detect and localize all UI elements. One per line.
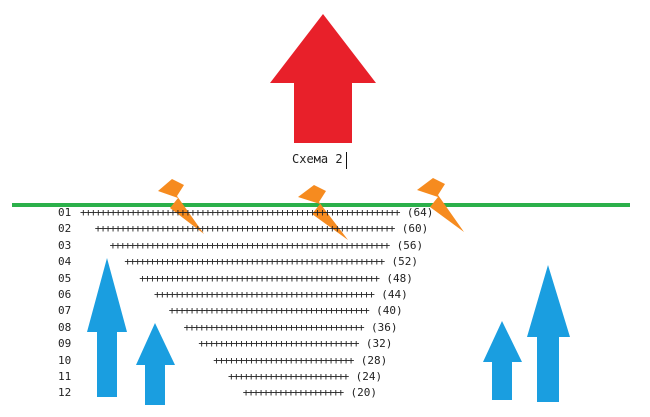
- plus-marks: ++++++++++++++++++++++++++++++++++++++++: [168, 304, 370, 318]
- row-marks: ++++++++++++++++++++++++++++++++++++++++…: [169, 303, 403, 319]
- row-count-label: (48): [386, 271, 413, 285]
- row-number: 09: [58, 337, 72, 351]
- row-number: 12: [58, 386, 72, 400]
- row-number: 06: [58, 288, 72, 301]
- row-count-label: (64): [406, 206, 434, 219]
- row-count-label: (52): [391, 255, 418, 269]
- table-row: 07 ++++++++++++++++++++++++++++++++++++++…: [0, 303, 650, 319]
- plus-marks: ++++++++++++++++++++++++++++++++++++++++…: [139, 271, 380, 285]
- plus-marks: ++++++++++++++++++++++++++++++++++++++++…: [124, 255, 385, 269]
- lightning-bolt-icon-right: [417, 178, 464, 232]
- row-marks: ++++++++++++++++++++++++++++++++++++++++…: [154, 287, 408, 303]
- row-number: 10: [58, 353, 72, 367]
- plus-marks: ++++++++++++++++++++++++++++++++: [198, 337, 359, 351]
- row-marks: ++++++++++++++++++++ (20): [243, 385, 377, 401]
- row-number: 08: [58, 320, 72, 334]
- row-number: 11: [58, 370, 72, 383]
- top-up-arrow-icon: [270, 14, 376, 143]
- table-row: 08 ++++++++++++++++++++++++++++++++++++ (3…: [0, 320, 650, 336]
- plus-marks: ++++++++++++++++++++++++++++++++++++++++…: [154, 288, 375, 301]
- row-number: 05: [58, 271, 72, 285]
- row-count-label: (56): [396, 238, 424, 252]
- row-marks: ++++++++++++++++++++++++++++++++ (32): [198, 336, 392, 352]
- scheme-caption: Схема 2: [292, 152, 343, 166]
- plus-marks: ++++++++++++++++++++: [242, 386, 344, 400]
- row-marks: ++++++++++++++++++++++++++++++++++++++++…: [124, 254, 418, 270]
- row-number: 04: [58, 255, 72, 269]
- right-tall-up-arrow-icon: [527, 265, 570, 402]
- row-count-label: (24): [355, 370, 383, 383]
- row-number: 07: [58, 304, 72, 318]
- table-row: 01 ++++++++++++++++++++++++++++++++++++++…: [0, 205, 650, 221]
- row-number: 01: [58, 206, 72, 219]
- row-marks: ++++++++++++++++++++++++++++++++++++++++…: [110, 238, 424, 254]
- row-marks: ++++++++++++++++++++++++++++++++++++++++…: [95, 221, 428, 237]
- lightning-bolt-icon-left: [158, 179, 204, 234]
- table-row: 02 ++++++++++++++++++++++++++++++++++++++…: [0, 221, 650, 237]
- table-row: 09 ++++++++++++++++++++++++++++++++ (32): [0, 336, 650, 352]
- row-marks: ++++++++++++++++++++++++++++++++++++ (36): [184, 320, 398, 336]
- plus-marks: ++++++++++++++++++++++++: [228, 370, 349, 383]
- table-row: 05 ++++++++++++++++++++++++++++++++++++++…: [0, 271, 650, 287]
- row-count-label: (44): [381, 288, 408, 301]
- plus-marks: ++++++++++++++++++++++++++++++++++++++++…: [80, 206, 401, 219]
- table-row: 10 ++++++++++++++++++++++++++++ (28): [0, 353, 650, 369]
- row-count-label: (32): [365, 337, 393, 351]
- row-number: 03: [58, 238, 72, 252]
- row-count-label: (36): [370, 320, 398, 334]
- row-count-label: (40): [376, 304, 403, 318]
- left-tall-up-arrow-icon: [87, 258, 127, 397]
- row-count-label: (60): [401, 222, 429, 236]
- table-row: 12 ++++++++++++++++++++ (20): [0, 385, 650, 401]
- table-row: 04 ++++++++++++++++++++++++++++++++++++++…: [0, 254, 650, 270]
- plus-marks: ++++++++++++++++++++++++++++++++++++: [183, 320, 365, 334]
- row-count-label: (28): [360, 353, 388, 367]
- left-short-up-arrow-icon: [136, 323, 175, 405]
- row-marks: ++++++++++++++++++++++++++++++++++++++++…: [80, 205, 433, 221]
- row-marks: ++++++++++++++++++++++++ (24): [228, 369, 382, 385]
- table-row: 11 ++++++++++++++++++++++++ (24): [0, 369, 650, 385]
- row-number: 02: [58, 222, 72, 236]
- text-cursor: [346, 152, 347, 169]
- row-count-label: (20): [350, 386, 377, 400]
- lightning-bolt-icon-middle: [298, 185, 348, 240]
- plus-marks: ++++++++++++++++++++++++++++++++++++++++…: [109, 238, 391, 252]
- table-row: 06 ++++++++++++++++++++++++++++++++++++++…: [0, 287, 650, 303]
- row-marks: ++++++++++++++++++++++++++++ (28): [213, 353, 387, 369]
- right-short-up-arrow-icon: [483, 321, 522, 400]
- table-row: 03 ++++++++++++++++++++++++++++++++++++++…: [0, 238, 650, 254]
- plus-marks: ++++++++++++++++++++++++++++: [213, 353, 354, 367]
- plus-marks: ++++++++++++++++++++++++++++++++++++++++…: [94, 222, 396, 236]
- row-marks: ++++++++++++++++++++++++++++++++++++++++…: [139, 271, 413, 287]
